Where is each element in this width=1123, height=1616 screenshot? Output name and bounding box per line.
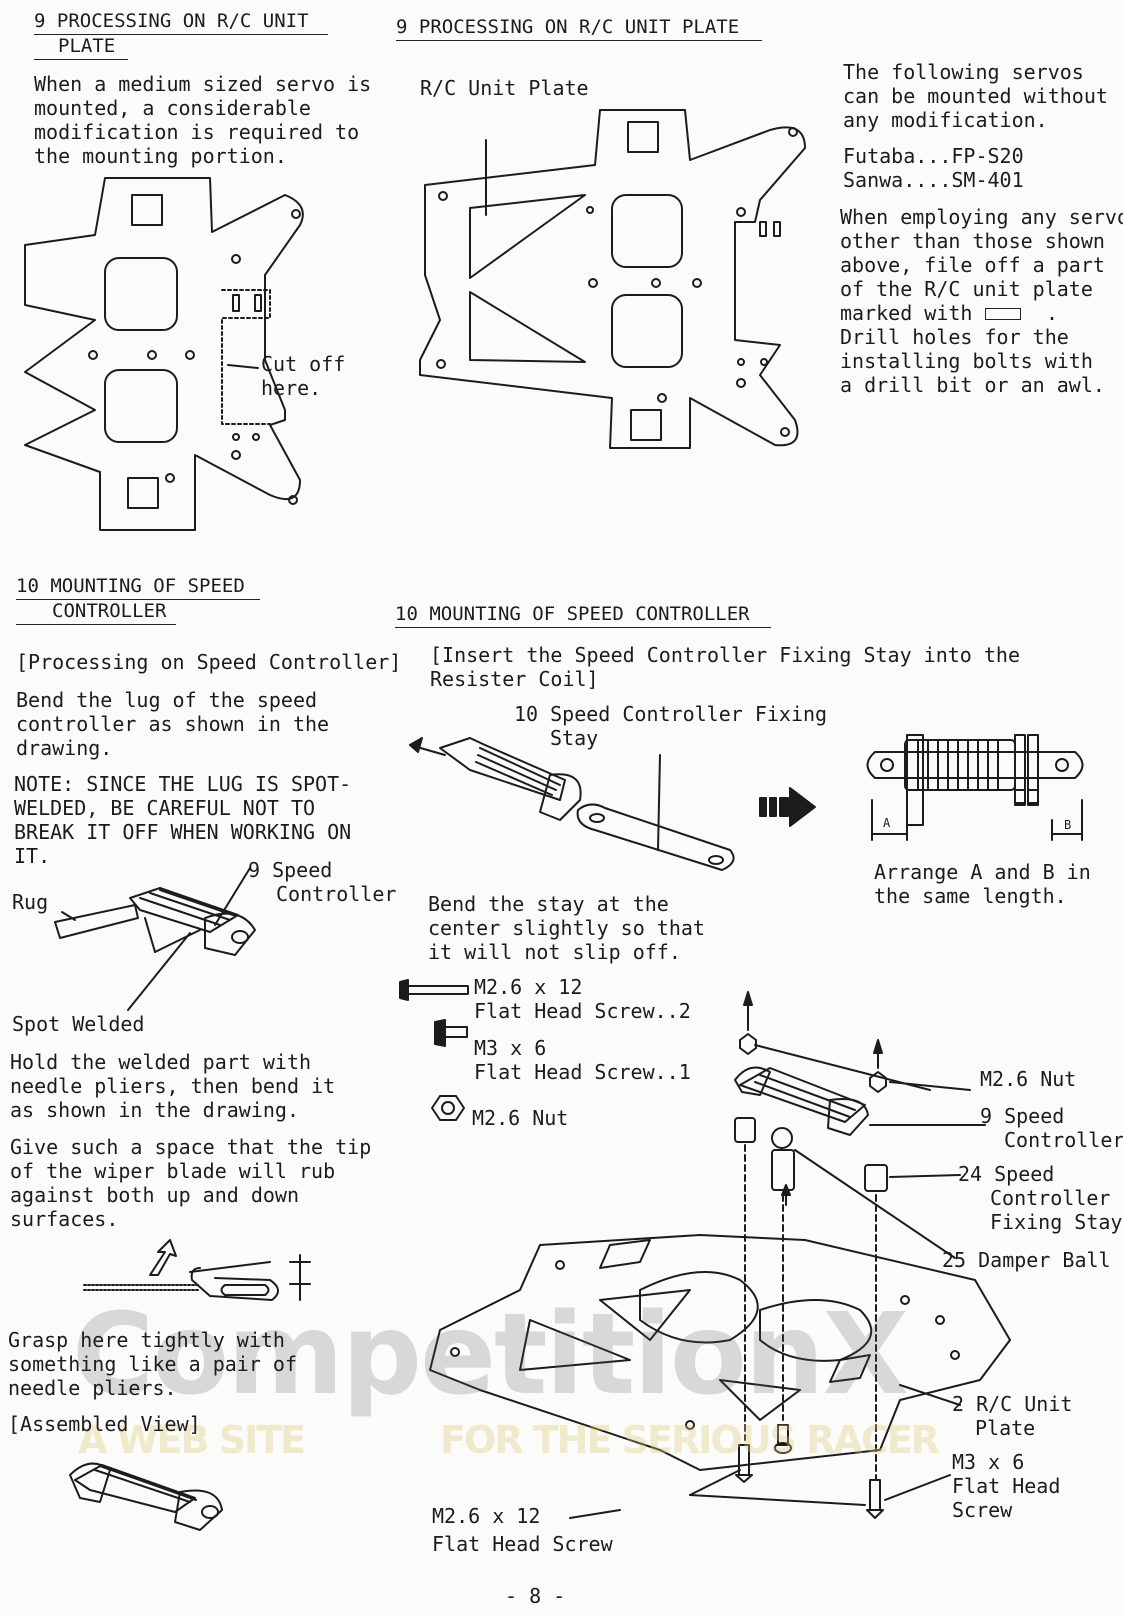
coil-and-stay-drawing — [409, 737, 735, 871]
s9-right-title: 9 PROCESSING ON R/C UNIT PLATE — [396, 16, 740, 38]
watermark-brand: CompetitionX — [72, 1290, 909, 1420]
page-number: - 8 - — [505, 1584, 566, 1608]
callout-nut: M2.6 Nut — [980, 1067, 1077, 1091]
rug-label: Rug — [12, 890, 49, 914]
marked-box-icon — [985, 308, 1021, 320]
coil-side-view-drawing — [866, 734, 1084, 841]
speed-controller-lug-drawing — [54, 867, 256, 1011]
servo-sanwa: Sanwa....SM-401 — [843, 168, 1024, 192]
assembled-view-label: [Assembled View] — [8, 1412, 201, 1436]
dim-b-label: B — [1064, 818, 1072, 832]
rc-plate-drawing-left — [24, 177, 304, 531]
s9-right-title-underline — [396, 40, 762, 41]
watermark-tagline-left: A WEB SITE — [78, 1418, 306, 1462]
s10-right-title: 10 MOUNTING OF SPEED CONTROLLER — [395, 603, 750, 625]
rc-plate-drawing-right — [419, 109, 806, 449]
s10-left-title-underline2 — [16, 624, 176, 625]
s10-left-title-underline1 — [16, 599, 260, 600]
watermark-tagline-right: FOR THE SERIOUS RACER — [440, 1418, 940, 1462]
s9-left-title-underline2 — [34, 59, 128, 60]
big-arrow — [759, 787, 816, 827]
s10-right-title-underline — [395, 627, 771, 628]
callout-damper-ball: 25 Damper Ball — [942, 1248, 1111, 1272]
servo-futaba: Futaba...FP-S20 — [843, 144, 1024, 168]
parts-icons — [399, 979, 469, 1121]
processing-subheading: [Processing on Speed Controller] — [16, 650, 402, 674]
rc-unit-plate-label: R/C Unit Plate — [420, 76, 589, 100]
grasp-detail-drawing — [83, 1239, 311, 1301]
exploded-assembly-drawing — [429, 991, 1011, 1519]
s10-left-title-line2: CONTROLLER — [52, 600, 167, 622]
s10-left-title-line1: 10 MOUNTING OF SPEED — [16, 575, 245, 597]
dim-a-label: A — [883, 816, 891, 830]
s9-left-title-underline1 — [34, 34, 328, 35]
s9-left-title-line2: PLATE — [58, 35, 116, 57]
spot-welded-label: Spot Welded — [12, 1012, 145, 1036]
s9-left-title-line1: 9 PROCESSING ON R/C UNIT — [34, 10, 309, 32]
assembled-view-drawing — [69, 1462, 223, 1531]
